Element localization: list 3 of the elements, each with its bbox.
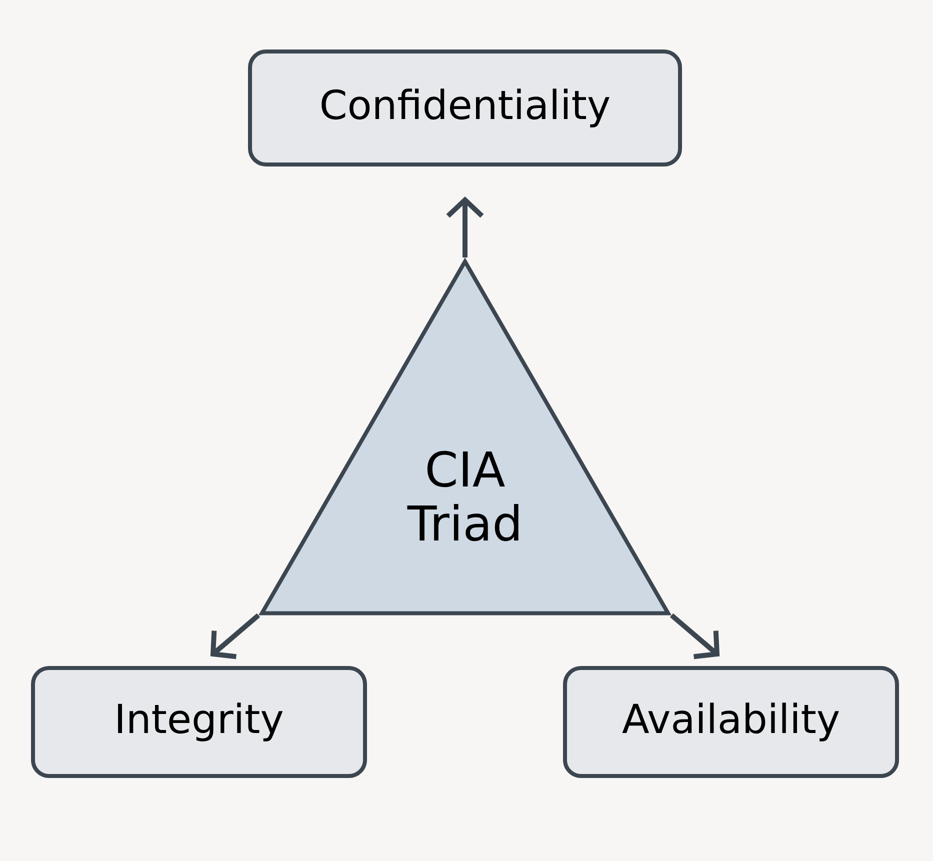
process-box: Confidentiality: [248, 50, 682, 166]
process-box: Integrity: [31, 666, 367, 778]
process-box: Availability: [563, 666, 900, 778]
